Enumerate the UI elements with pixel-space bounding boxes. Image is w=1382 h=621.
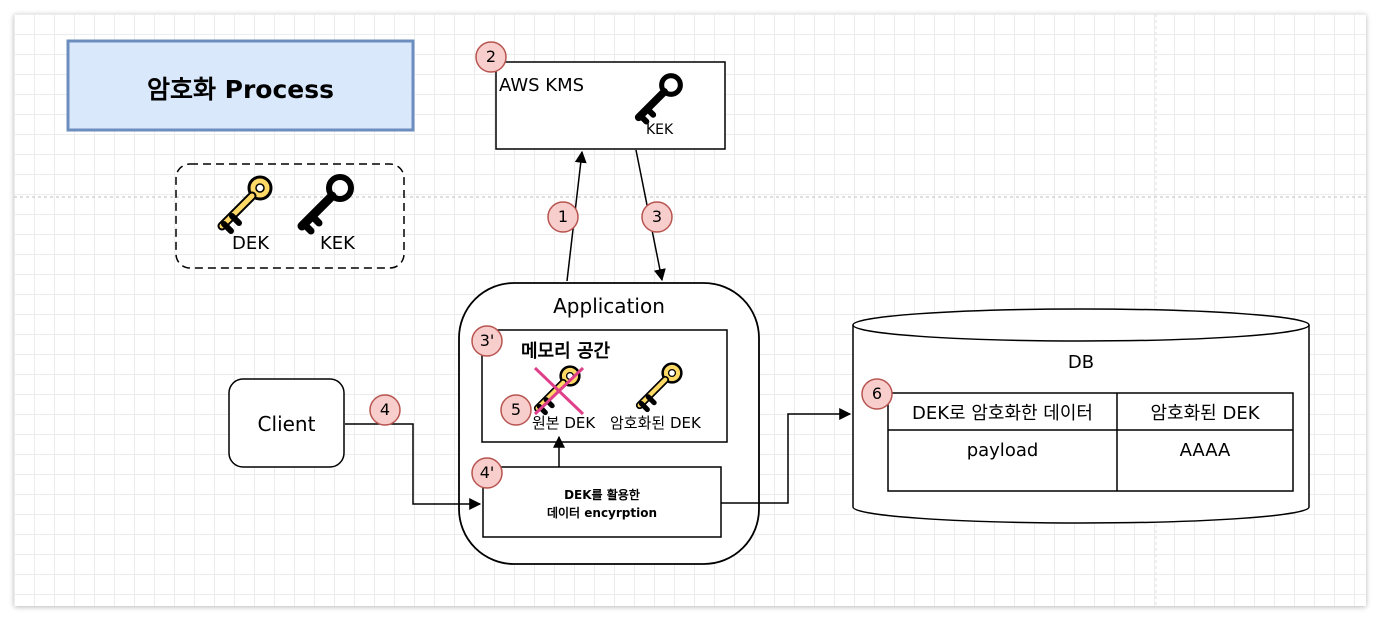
- db-cell-payload: payload: [966, 440, 1039, 461]
- original-dek-label: 원본 DEK: [532, 414, 596, 432]
- client-label: Client: [257, 412, 316, 436]
- legend-box: [175, 163, 405, 269]
- step-4p-label: 4': [479, 463, 495, 482]
- step-1-label: 1: [557, 207, 569, 226]
- step-badge-3: [641, 201, 673, 233]
- db-header-encrypted-data: DEK로 암호화한 데이터: [912, 403, 1093, 424]
- step-badge-2: [475, 41, 507, 73]
- kek-key-icon: [297, 174, 354, 235]
- encryption-box: [482, 466, 722, 538]
- step-badge-6: [861, 378, 893, 410]
- memory-title: 메모리 공간: [521, 341, 611, 362]
- kms-kek-key-icon: [634, 73, 683, 125]
- kms-box: [495, 61, 726, 150]
- kms-key-label: KEK: [646, 122, 674, 138]
- step-badges: [369, 41, 893, 489]
- dek-key-icon: [217, 175, 273, 234]
- db-table: [887, 392, 1294, 492]
- encryption-line2: 데이터 encyrption: [546, 506, 658, 520]
- kms-title: AWS KMS: [499, 75, 585, 96]
- encryption-line1: DEK를 활용한: [564, 488, 640, 502]
- title-box: [66, 39, 415, 132]
- step-5-label: 5: [510, 400, 522, 419]
- encrypted-dek-key-icon: [635, 362, 683, 413]
- step-badge-4: [369, 394, 401, 426]
- step-6-label: 6: [871, 384, 883, 403]
- db-cell-encrypted-dek: AAAA: [1179, 440, 1231, 461]
- client-box: [228, 378, 345, 468]
- legend-kek-label: KEK: [320, 233, 355, 254]
- step-badge-3p: [471, 325, 503, 357]
- arrow-encryption-to-db: [721, 408, 852, 504]
- db-header-encrypted-dek: 암호화된 DEK: [1150, 403, 1260, 424]
- step-badge-5: [500, 394, 532, 426]
- step-badge-4p: [471, 457, 503, 489]
- diagram-title: 암호화 Process: [146, 75, 335, 104]
- step-3-label: 3: [651, 207, 663, 226]
- legend-dek-label: DEK: [232, 233, 270, 254]
- step-badge-1: [547, 201, 579, 233]
- step-2-label: 2: [485, 47, 497, 66]
- db-label: DB: [1067, 352, 1095, 373]
- encrypted-dek-label: 암호화된 DEK: [610, 414, 701, 432]
- step-3p-label: 3': [479, 331, 495, 350]
- application-title: Application: [553, 294, 665, 318]
- strike-cross-icon: [533, 366, 585, 416]
- step-4-label: 4: [379, 400, 391, 419]
